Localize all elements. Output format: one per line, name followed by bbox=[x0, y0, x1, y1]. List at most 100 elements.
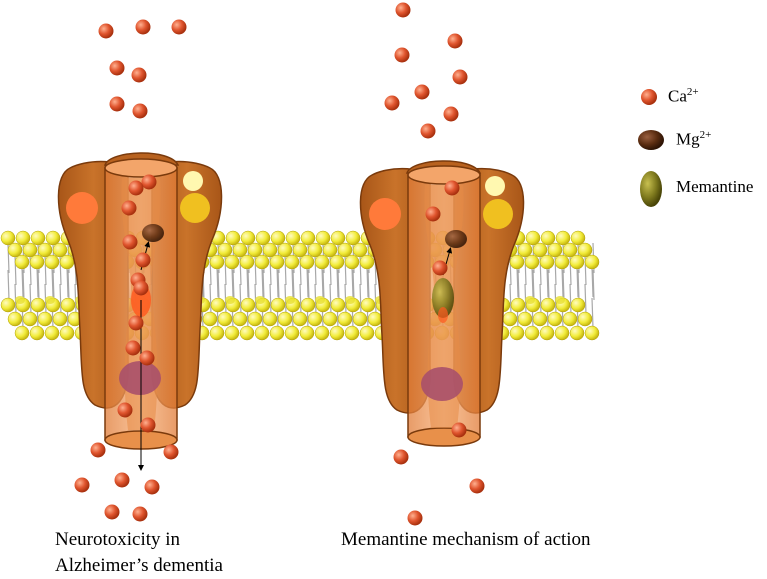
cholesterol bbox=[15, 296, 25, 304]
calcium-ion bbox=[109, 60, 125, 76]
calcium-ion bbox=[140, 417, 156, 433]
lipid-head bbox=[532, 311, 548, 327]
nmda-channel-left bbox=[57, 152, 223, 471]
binding-site-orange bbox=[369, 198, 401, 230]
lipid-head bbox=[255, 230, 271, 246]
lipid-tail bbox=[532, 269, 535, 301]
lipid-head bbox=[524, 325, 540, 341]
lipid-head bbox=[37, 311, 53, 327]
lipid-head bbox=[270, 230, 286, 246]
calcium-ions bbox=[74, 2, 485, 526]
lipid-head bbox=[569, 325, 585, 341]
lipid-head bbox=[44, 325, 60, 341]
lipid-head bbox=[239, 254, 255, 270]
lipid-head bbox=[547, 311, 563, 327]
lipid-head bbox=[284, 325, 300, 341]
calcium-ion bbox=[447, 33, 463, 49]
lipid-tail bbox=[29, 283, 32, 315]
legend-icons bbox=[638, 89, 664, 207]
lipid-head bbox=[345, 230, 361, 246]
caption-right: Memantine mechanism of action bbox=[341, 529, 591, 550]
lipid-head bbox=[352, 311, 368, 327]
lipid-tail bbox=[546, 266, 549, 298]
lipid-tail bbox=[591, 297, 594, 329]
lipid-tail bbox=[352, 269, 355, 301]
lipid-head bbox=[254, 254, 270, 270]
lipid-head bbox=[322, 311, 338, 327]
lipid-head bbox=[562, 311, 578, 327]
lipid-head bbox=[570, 297, 586, 313]
binding-site-orange bbox=[66, 192, 98, 224]
lipid-head bbox=[232, 311, 248, 327]
lipid-head bbox=[225, 230, 241, 246]
lipid-tail bbox=[67, 269, 70, 301]
lipid-head bbox=[510, 297, 526, 313]
cholesterol bbox=[315, 296, 325, 304]
lipid-tail bbox=[37, 269, 40, 301]
lipid-head bbox=[330, 297, 346, 313]
lipid-tail bbox=[592, 269, 595, 301]
calcium-ion bbox=[139, 350, 155, 366]
lipid-head bbox=[209, 325, 225, 341]
calcium-ion bbox=[90, 442, 106, 458]
calcium-ion bbox=[407, 510, 423, 526]
lipid-tail bbox=[246, 266, 249, 298]
lipid-tail bbox=[291, 266, 294, 298]
lipid-head bbox=[285, 230, 301, 246]
lipid-head bbox=[570, 230, 586, 246]
lipid-tail bbox=[321, 266, 324, 298]
lipid-tail bbox=[584, 283, 587, 315]
lipid-tail bbox=[36, 266, 39, 298]
lipid-head bbox=[224, 254, 240, 270]
lipid-tail bbox=[269, 283, 272, 315]
lipid-head bbox=[30, 230, 46, 246]
lipid-tail bbox=[547, 269, 550, 301]
lipid-head bbox=[224, 325, 240, 341]
calcium-ion bbox=[135, 252, 151, 268]
lipid-head bbox=[577, 242, 593, 258]
lipid-head bbox=[269, 254, 285, 270]
calcium-ion bbox=[98, 23, 114, 39]
cholesterol bbox=[525, 296, 535, 304]
lipid-head bbox=[299, 325, 315, 341]
lipid-head bbox=[30, 297, 46, 313]
calcium-ion bbox=[132, 506, 148, 522]
pore-top-rim bbox=[104, 158, 178, 178]
calcium-ion bbox=[420, 123, 436, 139]
cholesterol bbox=[255, 296, 265, 304]
lipid-head bbox=[292, 242, 308, 258]
lipid-tail bbox=[232, 269, 235, 301]
lipid-head bbox=[0, 297, 16, 313]
magnesium-ion-displaced bbox=[445, 230, 467, 248]
lipid-head bbox=[352, 242, 368, 258]
binding-site-pale bbox=[183, 171, 203, 191]
caption-left-line2: Alzheimer’s dementia bbox=[55, 555, 223, 576]
lipid-head bbox=[314, 325, 330, 341]
lipid-head bbox=[52, 242, 68, 258]
calcium-ion bbox=[432, 260, 448, 276]
lipid-tail bbox=[217, 269, 220, 301]
lipid-head bbox=[329, 325, 345, 341]
calcium-ion bbox=[109, 96, 125, 112]
calcium-ion bbox=[141, 174, 157, 190]
lipid-head bbox=[360, 297, 376, 313]
calcium-ion bbox=[121, 200, 137, 216]
calcium-ion bbox=[104, 504, 120, 520]
lipid-tail bbox=[307, 269, 310, 301]
calcium-label: Ca2+ bbox=[668, 86, 699, 106]
calcium-ion bbox=[128, 315, 144, 331]
binding-site-pale bbox=[485, 176, 505, 196]
lipid-tail bbox=[561, 266, 564, 298]
lipid-head bbox=[262, 242, 278, 258]
magnesium-legend-icon bbox=[638, 130, 664, 150]
binding-site-yellow bbox=[180, 193, 210, 223]
lipid-head bbox=[300, 230, 316, 246]
lipid-head bbox=[584, 254, 600, 270]
lipid-head bbox=[217, 311, 233, 327]
lipid-head bbox=[562, 242, 578, 258]
lipid-head bbox=[554, 254, 570, 270]
lipid-tail bbox=[366, 266, 369, 298]
cholesterol bbox=[45, 296, 55, 304]
lipid-head bbox=[509, 325, 525, 341]
cholesterol bbox=[555, 296, 565, 304]
